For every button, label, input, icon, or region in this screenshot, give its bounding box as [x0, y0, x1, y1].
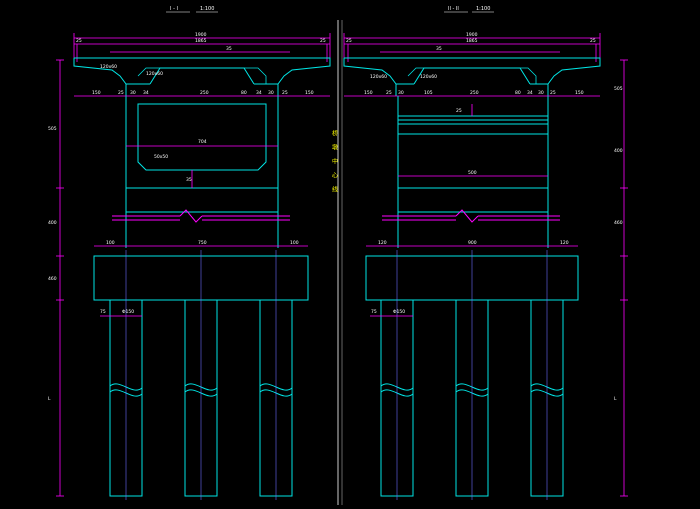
right-dim-inner: 1865: [466, 38, 478, 44]
left-pier-dim-2: 750: [198, 240, 207, 246]
left-row-dim-5: 250: [200, 90, 209, 96]
left-dim-edge-l: 25: [76, 38, 82, 44]
right-dim-edge-r: 25: [590, 38, 596, 44]
left-row-dim-8: 30: [268, 90, 274, 96]
right-web-width: 500: [468, 170, 477, 176]
centerline-label: 桥墩中心线: [331, 129, 338, 200]
left-row-dim-2: 25: [118, 90, 124, 96]
right-vertical-dim-lines: [620, 59, 628, 497]
left-vdim-1: 505: [48, 126, 57, 132]
left-dim-edge-r: 25: [320, 38, 326, 44]
right-row-dim-2: 25: [386, 90, 392, 96]
left-row-dim-9: 25: [282, 90, 288, 96]
right-row-dim-5: 250: [470, 90, 479, 96]
left-title: I - I: [170, 6, 178, 12]
left-pile-axes: [125, 250, 277, 500]
right-row-dim-1: 150: [364, 90, 373, 96]
right-pile-dim-1: 75: [371, 309, 377, 315]
left-pile-dim-2: Φ150: [122, 309, 134, 315]
left-box-girder-outline: [73, 57, 331, 96]
right-haunch-label-2: 120x60: [420, 74, 437, 80]
left-pier-column: [125, 96, 279, 248]
right-dim-edge-l: 25: [346, 38, 352, 44]
right-dim-total: 1900: [466, 32, 478, 38]
right-vdim-3: 460: [614, 220, 623, 226]
left-web-width: 704: [198, 139, 207, 145]
left-haunch-label-1: 120x60: [100, 64, 117, 70]
left-row-dim-7: 34: [256, 90, 262, 96]
right-vdim-2: 400: [614, 148, 623, 154]
right-small-dim: 25: [456, 108, 462, 114]
left-scale-mark: L: [48, 396, 51, 402]
right-title: II - II: [448, 6, 459, 12]
left-pier-dim-3: 100: [290, 240, 299, 246]
left-dim-total: 1900: [195, 32, 207, 38]
right-vdim-1: 505: [614, 86, 623, 92]
right-break-symbol: [382, 209, 560, 223]
left-small-dim: 35: [186, 177, 192, 183]
left-pile-dim-1: 75: [100, 309, 106, 315]
right-pile-axes: [396, 250, 548, 500]
left-haunch-label-2: 120x60: [146, 71, 163, 77]
right-pier-dim-2: 900: [468, 240, 477, 246]
right-box-girder-cell: [407, 67, 537, 84]
pier-centerline: 桥墩中心线: [331, 20, 343, 505]
left-vdim-2: 400: [48, 220, 57, 226]
section-left: I - I 1:100 1900 1865 25 25 35 120x60 12…: [48, 6, 331, 500]
right-top-dimension-lines: [343, 33, 601, 62]
section-right: II - II 1:100 1900 1865 25 25 35 120x60 …: [343, 6, 628, 500]
right-pier-dim-1: 120: [378, 240, 387, 246]
left-vdim-3: 460: [48, 276, 57, 282]
left-vertical-dim-lines: [56, 59, 64, 497]
left-dim-inner: 1865: [195, 38, 207, 44]
right-row-dim-7: 34: [527, 90, 533, 96]
right-vdim-4: L: [614, 396, 617, 402]
right-haunch-label-1: 120x60: [370, 74, 387, 80]
right-box-girder-outline: [343, 57, 601, 96]
left-row-dim-6: 80: [241, 90, 247, 96]
left-pier-dim-1: 100: [106, 240, 115, 246]
left-break-symbol: [112, 209, 290, 223]
left-row-dim-3: 30: [130, 90, 136, 96]
left-row-dim-1: 150: [92, 90, 101, 96]
right-pier-column: [397, 96, 549, 248]
right-pier-dim-3: 120: [560, 240, 569, 246]
left-row-dim-10: 150: [305, 90, 314, 96]
left-box-girder-cell: [137, 67, 267, 84]
right-row-dim-8: 30: [538, 90, 544, 96]
left-row-dim-4: 34: [143, 90, 149, 96]
left-inner-label: 50x50: [154, 154, 168, 160]
right-row-dim-9: 25: [550, 90, 556, 96]
left-scale: 1:100: [200, 6, 214, 12]
right-row-dim-4: 105: [424, 90, 433, 96]
right-row-dim-10: 150: [575, 90, 584, 96]
left-dim-slope: 35: [226, 46, 232, 52]
right-row-dim-6: 80: [515, 90, 521, 96]
left-top-dimension-lines: [73, 33, 331, 62]
right-pile-dim-2: Φ150: [393, 309, 405, 315]
right-row-dim-3: 30: [398, 90, 404, 96]
right-dim-slope: 35: [436, 46, 442, 52]
right-scale: 1:100: [476, 6, 490, 12]
